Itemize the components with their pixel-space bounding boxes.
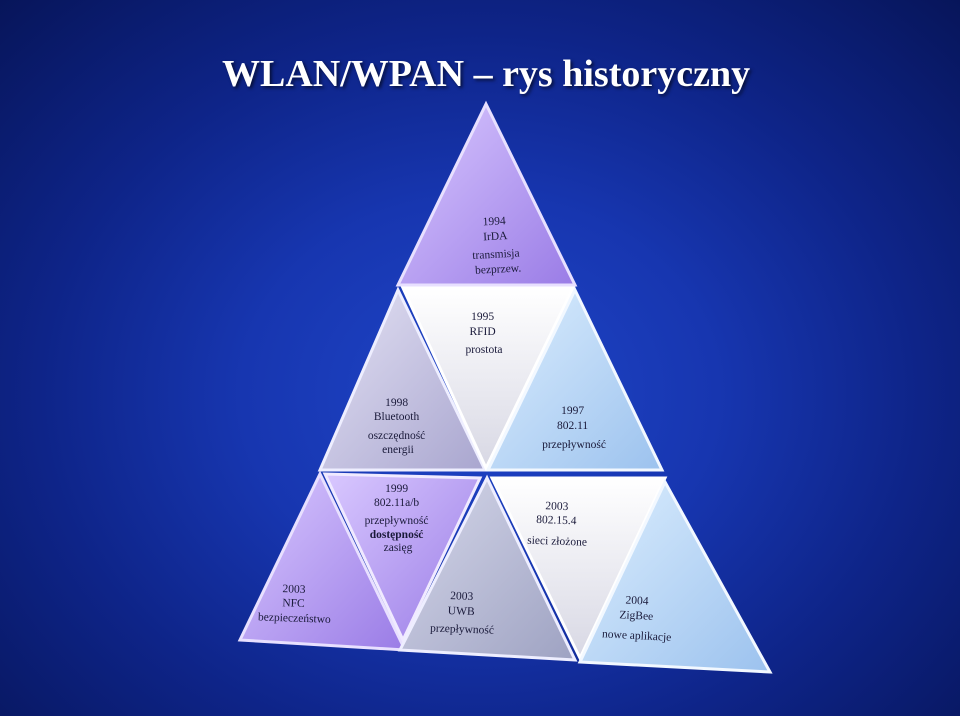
triangle-wifi-ab xyxy=(322,472,483,644)
label-ieee802154: 2003 802.15.4 sieci złożone xyxy=(527,500,588,549)
label-wifi: 1997 802.11 przepływność xyxy=(542,405,606,451)
label-nfc: 2003 NFC bezpieczeństwo xyxy=(258,582,332,626)
label-rfid: 1995 RFID prostota xyxy=(465,311,502,356)
slide-title: WLAN/WPAN – rys historyczny xyxy=(222,53,751,95)
label-bluetooth: 1998 Bluetooth oszczędność energii xyxy=(368,397,428,456)
triangle-wifi xyxy=(485,286,665,472)
triangle-irda xyxy=(395,100,578,287)
label-uwb: 2003 UWB przepływność xyxy=(430,590,495,637)
label-irda: 1994 IrDA transmisja bezprzew. xyxy=(470,214,523,277)
triangle-bluetooth xyxy=(317,286,488,472)
label-wifi-ab: 1999 802.11a/b przepływność dostępność z… xyxy=(365,483,432,554)
triangle-zigbee xyxy=(577,478,773,674)
label-zigbee: 2004 ZigBee nowe aplikacje xyxy=(602,593,674,644)
triangle-rfid xyxy=(400,286,576,472)
triangle-nfc xyxy=(237,470,408,652)
triangle-ieee802154 xyxy=(489,476,668,662)
triangle-uwb xyxy=(397,474,578,662)
